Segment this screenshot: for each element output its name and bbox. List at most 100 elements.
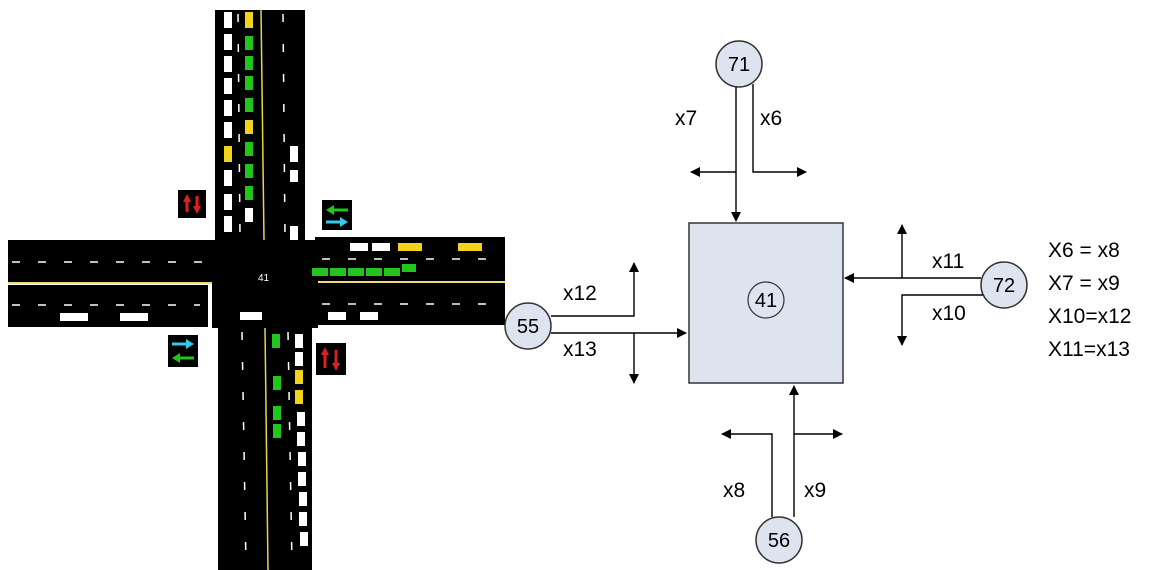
vehicle	[298, 452, 306, 466]
intersection-box	[688, 222, 844, 384]
signal-icon-east	[322, 200, 352, 230]
node-south	[755, 516, 803, 564]
lane-dash-north-1	[237, 13, 241, 237]
flow-label-x8: x8	[723, 479, 745, 502]
center-line-south	[264, 327, 269, 570]
signal-icon-west	[168, 335, 198, 367]
flow-x12	[551, 262, 639, 317]
intersection-id: 41	[258, 273, 270, 284]
vehicle	[240, 312, 262, 320]
vehicle	[224, 170, 232, 186]
vehicle	[398, 243, 422, 251]
node-east	[980, 261, 1028, 309]
vehicle	[120, 313, 148, 321]
vehicle	[224, 122, 232, 138]
flow-label-x7: x7	[675, 107, 697, 130]
vehicle	[245, 36, 253, 50]
vehicles-east	[240, 243, 482, 320]
vehicle	[366, 268, 382, 276]
vehicles-west	[60, 313, 148, 321]
vehicle	[290, 170, 298, 182]
flow-label-x6: x6	[760, 107, 782, 130]
node-north	[715, 40, 763, 88]
vehicle	[290, 226, 298, 240]
vehicle	[348, 268, 364, 276]
flow-label-x11: x11	[932, 250, 964, 273]
vehicles-north	[224, 12, 298, 240]
equation-2: X7 = x9	[1048, 272, 1120, 295]
vehicle	[224, 100, 232, 116]
flow-x10	[897, 294, 983, 346]
vehicle	[273, 376, 281, 390]
vehicle	[224, 12, 232, 28]
equation-1: X6 = x8	[1048, 239, 1120, 262]
vehicles-south	[272, 334, 308, 546]
flow-label-x10: x10	[932, 302, 966, 325]
node-north-label: 71	[728, 54, 750, 76]
flow-label-x13: x13	[563, 338, 597, 361]
node-east-label: 72	[993, 275, 1015, 297]
vehicle	[224, 194, 232, 210]
signal-icon-south	[316, 343, 346, 375]
vehicle	[245, 98, 253, 112]
flow-x7	[690, 87, 741, 222]
vehicle	[245, 142, 253, 156]
vehicle	[245, 76, 253, 90]
vehicle	[384, 268, 400, 276]
vehicle	[224, 78, 232, 94]
vehicle	[245, 56, 253, 70]
vehicle	[458, 243, 482, 251]
vehicle	[273, 424, 281, 438]
vehicle	[360, 312, 378, 320]
intersection-area	[212, 240, 318, 328]
signal-icon-north	[178, 190, 206, 218]
vehicle	[224, 34, 232, 50]
vehicle	[297, 432, 305, 446]
flow-x8	[721, 429, 773, 517]
vehicle	[295, 334, 303, 348]
vehicle	[372, 243, 390, 251]
vehicle	[245, 164, 253, 178]
vehicle	[224, 216, 232, 232]
vehicle	[224, 56, 232, 72]
road-east-lower	[315, 283, 505, 325]
road-west-lower	[8, 285, 208, 327]
vehicle	[245, 120, 253, 134]
vehicle	[295, 370, 303, 384]
vehicle	[245, 208, 253, 222]
center-node	[747, 281, 785, 319]
vehicle	[290, 146, 298, 162]
flow-x6	[752, 84, 807, 177]
traffic-simulation: 41	[8, 9, 505, 570]
flow-x9	[789, 385, 843, 517]
vehicle	[60, 313, 88, 321]
vehicle	[299, 492, 307, 506]
vehicle	[299, 512, 307, 526]
center-node-label: 41	[755, 290, 777, 312]
lane-dash-north-2	[282, 13, 286, 237]
vehicle	[295, 390, 303, 404]
road-west-upper	[8, 240, 220, 282]
flow-label-x9: x9	[804, 479, 826, 502]
node-south-label: 56	[768, 530, 790, 552]
node-west	[504, 302, 552, 350]
flow-x13	[551, 328, 687, 384]
vehicle	[297, 412, 305, 426]
vehicle	[273, 406, 281, 420]
vehicle	[298, 472, 306, 486]
vehicle	[245, 12, 253, 28]
equation-3: X10=x12	[1048, 305, 1132, 328]
flow-x11	[844, 224, 981, 283]
center-line-north	[260, 9, 265, 241]
vehicle	[300, 532, 308, 546]
vehicle	[350, 243, 368, 251]
vehicle	[295, 352, 303, 366]
flow-diagram: 41 71 72 56 55 x7 x6 x11 x10	[504, 40, 1132, 564]
equation-4: X11=x13	[1048, 338, 1130, 361]
vehicle	[328, 312, 346, 320]
vehicle	[245, 186, 253, 200]
flow-label-x12: x12	[563, 282, 597, 305]
vehicle	[402, 264, 416, 272]
vehicle	[330, 268, 346, 276]
